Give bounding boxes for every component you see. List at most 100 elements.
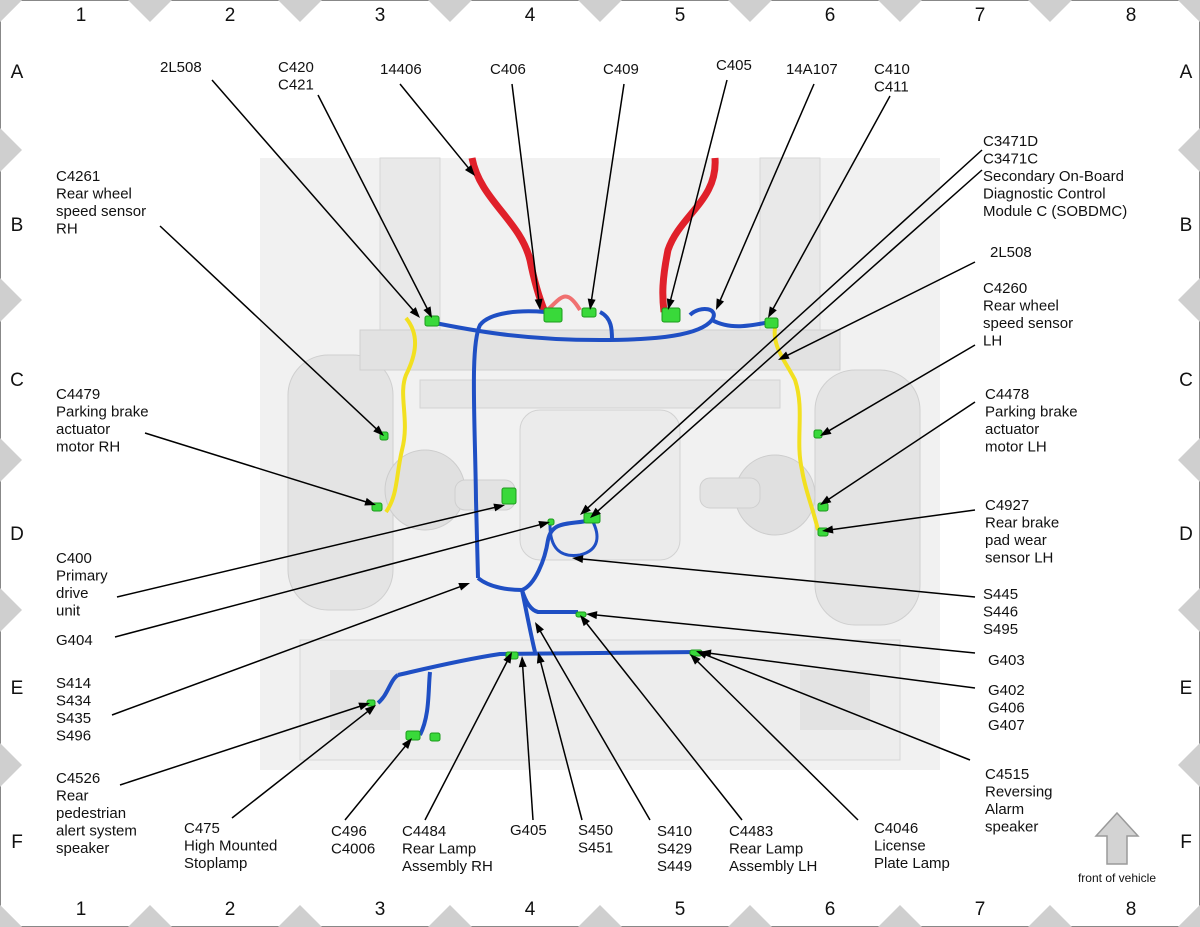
callout-line: Parking brake bbox=[56, 404, 149, 421]
border-marker-right bbox=[1178, 438, 1200, 482]
callout-line: Rear Lamp bbox=[729, 841, 803, 858]
grid-column-top: 3 bbox=[375, 5, 386, 26]
callout-line: Rear brake bbox=[985, 515, 1059, 532]
leader-line bbox=[399, 83, 471, 171]
leader-arrowhead bbox=[696, 651, 708, 659]
border-marker-bottom bbox=[1028, 905, 1072, 927]
callout-line: C4484 bbox=[402, 823, 446, 840]
callout-g404: G404 bbox=[56, 632, 93, 649]
callout-line: G407 bbox=[988, 717, 1025, 734]
border-marker-left bbox=[0, 743, 22, 787]
grid-column-top: 4 bbox=[525, 5, 536, 26]
front-arrow-icon bbox=[1094, 811, 1140, 865]
callout-line: motor LH bbox=[985, 439, 1047, 456]
callout-line: pad wear bbox=[985, 532, 1047, 549]
callout-line: Plate Lamp bbox=[874, 855, 950, 872]
border-marker-right bbox=[1178, 743, 1200, 787]
callout-line: Rear wheel bbox=[983, 298, 1059, 315]
callout-line: Assembly RH bbox=[402, 858, 493, 875]
leader-line bbox=[317, 94, 430, 312]
border-marker-bottom bbox=[728, 905, 772, 927]
grid-column-top: 8 bbox=[1126, 5, 1137, 26]
callout-2l508-lh: 2L508 bbox=[990, 244, 1032, 261]
callout-line: G404 bbox=[56, 632, 93, 649]
grid-row-left: A bbox=[11, 62, 24, 83]
leader-arrowhead bbox=[401, 738, 412, 750]
leader-line bbox=[144, 432, 369, 504]
leader-line bbox=[119, 704, 363, 786]
border-marker-right bbox=[1178, 905, 1200, 927]
callout-c406: C406 bbox=[490, 61, 526, 78]
callout-line: C4515 bbox=[985, 766, 1029, 783]
wiring-harnesses bbox=[376, 157, 820, 736]
leader-line bbox=[695, 659, 859, 821]
grid-column-bottom: 3 bbox=[375, 899, 386, 920]
leader-line bbox=[231, 709, 371, 819]
connector-marker bbox=[813, 429, 823, 439]
border-marker-top bbox=[1028, 0, 1072, 22]
callout-line: Rear bbox=[56, 788, 89, 805]
blue-harness-rear-branches bbox=[376, 671, 432, 736]
leader-line bbox=[703, 653, 971, 761]
callout-14406: 14406 bbox=[380, 61, 422, 78]
red-harness-lh bbox=[659, 157, 719, 313]
callout-line: C405 bbox=[716, 57, 752, 74]
border-marker-top bbox=[728, 0, 772, 22]
callout-line: C406 bbox=[490, 61, 526, 78]
callout-line: C3471D bbox=[983, 133, 1038, 150]
leader-line bbox=[784, 261, 976, 358]
leader-arrowhead bbox=[587, 298, 596, 310]
callout-g403: G403 bbox=[988, 652, 1025, 669]
callout-line: sensor LH bbox=[985, 550, 1053, 567]
callout-line: C4006 bbox=[331, 841, 375, 858]
grid-row-left: F bbox=[11, 832, 23, 853]
callout-g405: G405 bbox=[510, 822, 547, 839]
callout-line: S449 bbox=[657, 858, 692, 875]
leader-arrowhead bbox=[778, 351, 790, 360]
callout-line: actuator bbox=[985, 421, 1039, 438]
callout-line: License bbox=[874, 838, 926, 855]
callout-line: C421 bbox=[278, 77, 314, 94]
leader-line bbox=[521, 663, 534, 821]
red-harness-rh bbox=[468, 157, 549, 314]
callout-c405: C405 bbox=[716, 57, 752, 74]
leader-line bbox=[111, 585, 463, 716]
callout-line: C420 bbox=[278, 59, 314, 76]
leader-arrowhead bbox=[820, 495, 832, 505]
yellow-harness-rh bbox=[384, 316, 418, 514]
callout-line: C496 bbox=[331, 823, 367, 840]
callout-line: S434 bbox=[56, 693, 91, 710]
callout-line: motor RH bbox=[56, 439, 120, 456]
callout-line: pedestrian bbox=[56, 805, 126, 822]
leader-arrowhead bbox=[534, 298, 543, 310]
border-marker-top bbox=[578, 0, 622, 22]
border-marker-bottom bbox=[428, 905, 472, 927]
leader-line bbox=[511, 83, 540, 303]
callout-line: G405 bbox=[510, 822, 547, 839]
callout-line: alert system bbox=[56, 823, 137, 840]
callout-line: Alarm bbox=[985, 801, 1024, 818]
leader-arrowhead bbox=[580, 504, 591, 515]
callout-line: C4046 bbox=[874, 820, 918, 837]
leader-line bbox=[211, 79, 416, 313]
callout-line: Assembly LH bbox=[729, 858, 817, 875]
grid-column-bottom: 1 bbox=[76, 899, 87, 920]
callout-line: C411 bbox=[874, 79, 909, 96]
leader-arrowhead bbox=[358, 702, 370, 711]
callout-line: S446 bbox=[983, 604, 1018, 621]
connector-marker bbox=[661, 307, 681, 323]
callout-c409: C409 bbox=[603, 61, 639, 78]
callout-line: G406 bbox=[988, 700, 1025, 717]
